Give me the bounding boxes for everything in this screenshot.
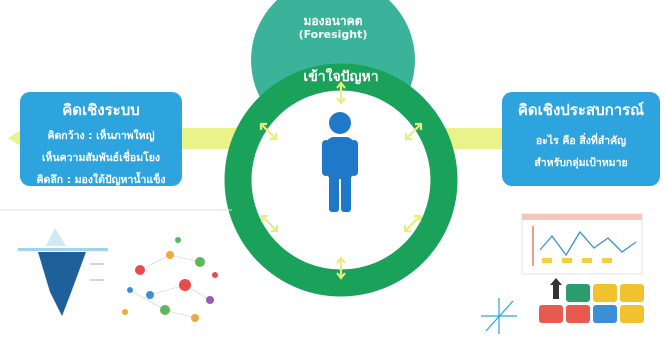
- experiential-thinking-box: คิดเชิงประสบการณ์ อะไร คือ สิ่งที่สำคัญ …: [502, 92, 660, 186]
- card-grid-illustration: [539, 278, 644, 323]
- ring-bottom-label: เข้าใจกลุ่มเป้าหมาย: [281, 229, 401, 245]
- axes-icon: [481, 298, 517, 334]
- experiential-thinking-title: คิดเชิงประสบการณ์: [517, 101, 645, 119]
- experiential-thinking-line: สำหรับกลุ่มเป้าหมาย: [534, 157, 628, 169]
- systems-thinking-box: คิดเชิงระบบ คิดกว้าง : เห็นภาพใหญ่ เห็นค…: [20, 92, 182, 186]
- systems-thinking-line: คิดกว้าง : เห็นภาพใหญ่: [47, 130, 155, 142]
- journey-chart-illustration: [521, 213, 643, 275]
- systems-thinking-line: เห็นความสัมพันธ์เชื่อมโยง: [41, 152, 161, 164]
- systems-thinking-line: คิดลึก : มองใต้ปัญหาน้ำแข็ง: [36, 174, 166, 186]
- systems-thinking-title: คิดเชิงระบบ: [62, 101, 140, 119]
- network-dots-illustration: [122, 237, 218, 322]
- foresight-title: มองอนาคต: [303, 14, 363, 28]
- inner-arrows: [259, 81, 423, 280]
- foresight-subtitle: (Foresight): [298, 28, 368, 41]
- experiential-thinking-line: อะไร คือ สิ่งที่สำคัญ: [535, 135, 627, 147]
- iceberg-illustration: [18, 228, 108, 316]
- ring-top-label: เข้าใจปัญหา: [303, 69, 379, 85]
- person-icon: [322, 112, 358, 212]
